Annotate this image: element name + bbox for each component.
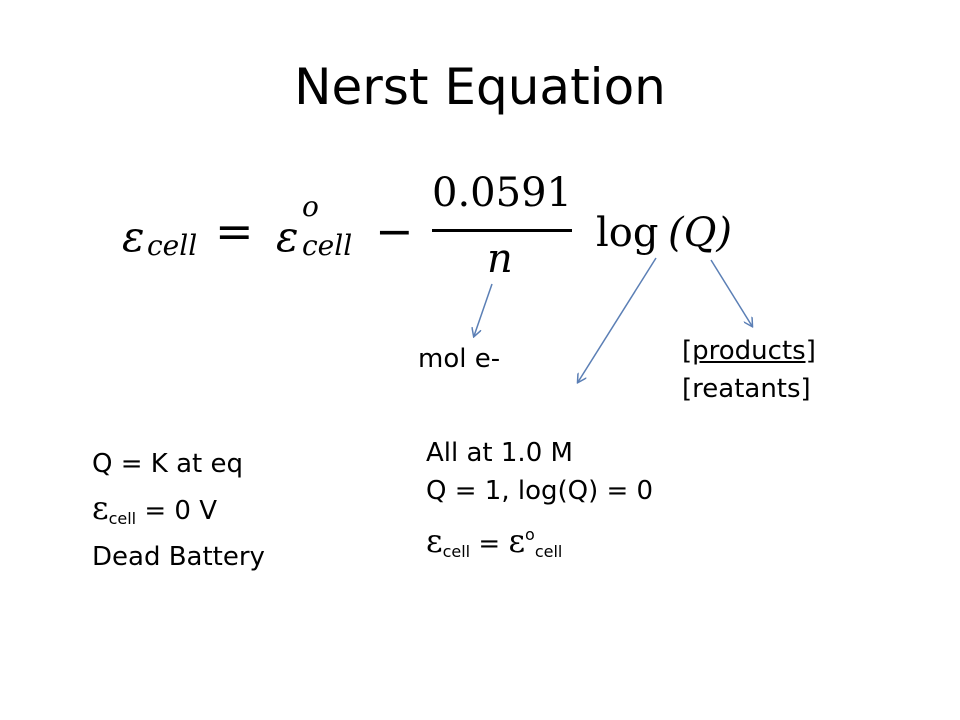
dead-battery-line: Dead Battery: [92, 542, 265, 572]
arrow-to-reaction-quotient: [710, 259, 752, 326]
reaction-quotient-annotation: [products] [reatants]: [682, 332, 816, 408]
fraction-bar: [432, 229, 572, 232]
standard-conditions-note: All at 1.0 M Q = 1, log(Q) = 0 εcell = ε…: [426, 434, 653, 571]
arrow-to-mol-e: [474, 283, 493, 336]
minus-sign: −: [375, 204, 414, 258]
cell-subscript: cell: [108, 509, 137, 528]
standard-superscript: o: [525, 525, 535, 544]
equals-text: =: [470, 529, 509, 559]
quotient-denominator: [reatants]: [682, 374, 811, 404]
standard-cell-subscript: cell: [302, 229, 353, 262]
zero-voltage-line: εcell = 0 V: [92, 489, 265, 538]
epsilon-standard-symbol: ε: [276, 212, 299, 261]
cell-subscript-2: cell: [534, 542, 563, 561]
fraction-numerator: 0.0591: [432, 170, 572, 216]
slide-title: Nerst Equation: [294, 58, 666, 116]
log-zero-line: Q = 1, log(Q) = 0: [426, 476, 654, 506]
quotient-numerator: [products]: [682, 336, 816, 366]
standard-potential-line: εcell = εocell: [426, 516, 653, 571]
log-function: log: [596, 210, 659, 256]
fraction-denominator: n: [487, 236, 513, 282]
zero-voltage-text: = 0 V: [136, 496, 218, 526]
epsilon-symbol: ε: [426, 522, 443, 560]
standard-superscript: o: [302, 190, 319, 223]
n-annotation: mol e-: [418, 344, 501, 374]
epsilon-standard-symbol: ε: [508, 522, 526, 560]
equilibrium-line: Q = K at eq: [92, 449, 243, 479]
equilibrium-note: Q = K at eq εcell = 0 V Dead Battery: [92, 445, 265, 576]
epsilon-symbol: ε: [92, 489, 109, 527]
epsilon-symbol: ε: [122, 212, 145, 261]
arrow-to-standard-conditions: [578, 257, 657, 382]
epsilon-cell-subscript: cell: [147, 229, 198, 262]
concentration-line: All at 1.0 M: [426, 438, 573, 468]
equals-sign: =: [215, 204, 254, 258]
cell-subscript: cell: [442, 542, 471, 561]
log-argument: (Q): [668, 210, 733, 256]
